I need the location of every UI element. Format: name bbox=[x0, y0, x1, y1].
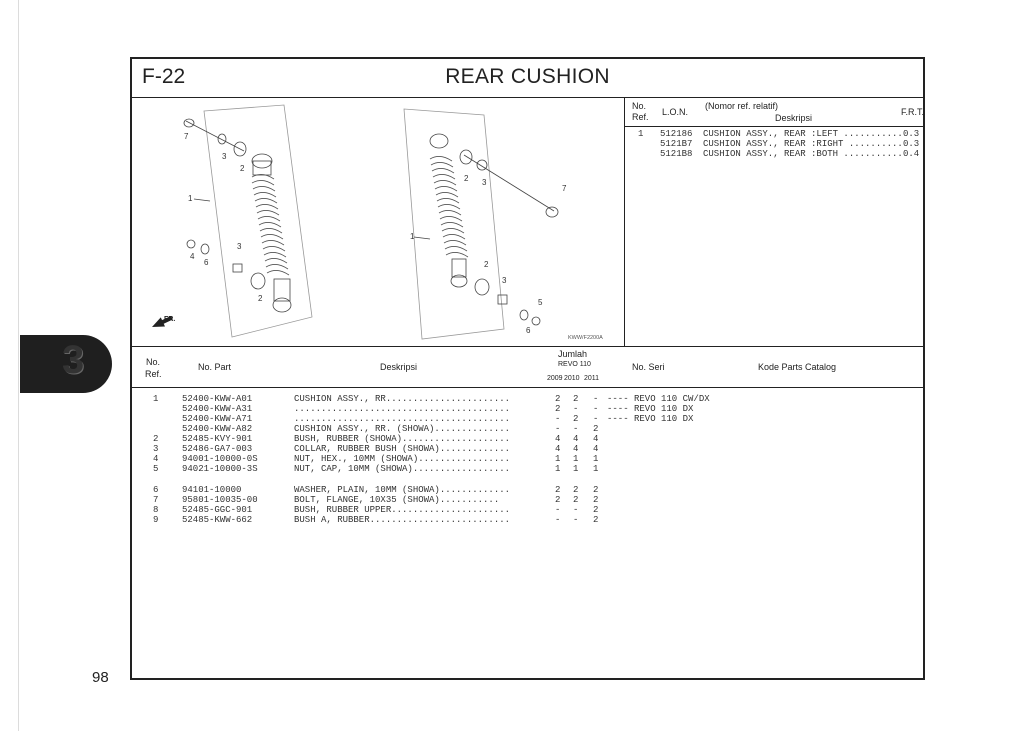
table-row: 8 52485-GGC-901 BUSH, RUBBER UPPER......… bbox=[153, 505, 599, 515]
callout: 2 bbox=[484, 260, 489, 269]
divider bbox=[624, 97, 625, 346]
exploded-diagram: FR. 7 3 2 1 4 6 3 2 2 3 7 1 2 3 5 6 KWW/… bbox=[152, 104, 603, 341]
callout: 6 bbox=[204, 258, 209, 267]
table-row: 3 52486-GA7-003 COLLAR, RUBBER BUSH (SHO… bbox=[153, 444, 599, 454]
callout: 2 bbox=[258, 294, 263, 303]
callout: 1 bbox=[188, 194, 193, 203]
table-row: 2 52485-KVY-901 BUSH, RUBBER (SHOWA)....… bbox=[153, 434, 599, 444]
page-number: 98 bbox=[92, 669, 109, 686]
callout: 3 bbox=[222, 152, 227, 161]
figure-code: F-22 bbox=[142, 65, 186, 88]
table-row: 6 94101-10000 WASHER, PLAIN, 10MM (SHOWA… bbox=[153, 485, 599, 495]
year-col: 2011 bbox=[584, 375, 600, 382]
callout: 5 bbox=[538, 298, 543, 307]
divider bbox=[132, 346, 923, 347]
page-edge-line bbox=[18, 0, 19, 731]
divider bbox=[132, 387, 923, 388]
parts-col-desc: Deskripsi bbox=[380, 362, 418, 372]
callout: 1 bbox=[410, 232, 415, 241]
divider bbox=[625, 126, 923, 127]
table-row: 52400-KWW-A82 CUSHION ASSY., RR. (SHOWA)… bbox=[182, 424, 599, 434]
table-row: 7 95801-10035-00 BOLT, FLANGE, 10X35 (SH… bbox=[153, 495, 599, 505]
ref-row: 1 512186 CUSHION ASSY., REAR :LEFT .....… bbox=[638, 129, 920, 139]
divider bbox=[132, 97, 923, 98]
callout: 3 bbox=[502, 276, 507, 285]
callout: 4 bbox=[190, 252, 195, 261]
table-row: 9 52485-KWW-662 BUSH A, RUBBER..........… bbox=[153, 515, 599, 525]
parts-col-seri: No. Seri bbox=[632, 362, 665, 372]
chapter-tab bbox=[20, 335, 112, 393]
parts-col-ref: Ref. bbox=[145, 369, 162, 379]
page-title: REAR CUSHION bbox=[445, 65, 610, 88]
year-col: 2009 bbox=[547, 375, 563, 382]
parts-sheet: F-22 REAR CUSHION bbox=[130, 57, 925, 680]
chapter-number: 3 bbox=[62, 338, 85, 382]
ref-col-ref: Ref. bbox=[632, 112, 649, 122]
ref-row: 5121B8 CUSHION ASSY., REAR :BOTH .......… bbox=[660, 149, 920, 159]
ref-col-no: No. bbox=[632, 101, 647, 111]
diagram-code: KWW/F2200A bbox=[568, 335, 603, 341]
ref-col-nomor: (Nomor ref. relatif) bbox=[705, 101, 779, 111]
callout: 2 bbox=[464, 174, 469, 183]
callout: 3 bbox=[237, 242, 242, 251]
parts-col-jumlah: Jumlah bbox=[558, 349, 588, 359]
ref-row: 5121B7 CUSHION ASSY., REAR :RIGHT ......… bbox=[660, 139, 920, 149]
parts-col-kode: Kode Parts Catalog bbox=[758, 362, 837, 372]
callout: 3 bbox=[482, 178, 487, 187]
callout: 7 bbox=[562, 184, 567, 193]
callout: 7 bbox=[184, 132, 189, 141]
table-row: 52400-KWW-A31 ..........................… bbox=[182, 404, 694, 414]
parts-col-no: No. bbox=[146, 357, 161, 367]
parts-col-model: REVO 110 bbox=[558, 361, 591, 368]
parts-col-part: No. Part bbox=[198, 362, 232, 372]
table-row: 4 94001-10000-0S NUT, HEX., 10MM (SHOWA)… bbox=[153, 454, 599, 464]
table-row: 1 52400-KWW-A01 CUSHION ASSY., RR.......… bbox=[153, 394, 710, 404]
table-row: 52400-KWW-A71 ..........................… bbox=[182, 414, 694, 424]
year-col: 2010 bbox=[564, 375, 580, 382]
fr-label: FR. bbox=[164, 316, 175, 323]
table-row: 5 94021-10000-3S NUT, CAP, 10MM (SHOWA).… bbox=[153, 464, 599, 474]
callout: 2 bbox=[240, 164, 245, 173]
ref-col-lon: L.O.N. bbox=[662, 107, 689, 117]
ref-col-desc: Deskripsi bbox=[775, 113, 813, 123]
ref-col-frt: F.R.T. bbox=[901, 107, 925, 117]
callout: 6 bbox=[526, 326, 531, 335]
